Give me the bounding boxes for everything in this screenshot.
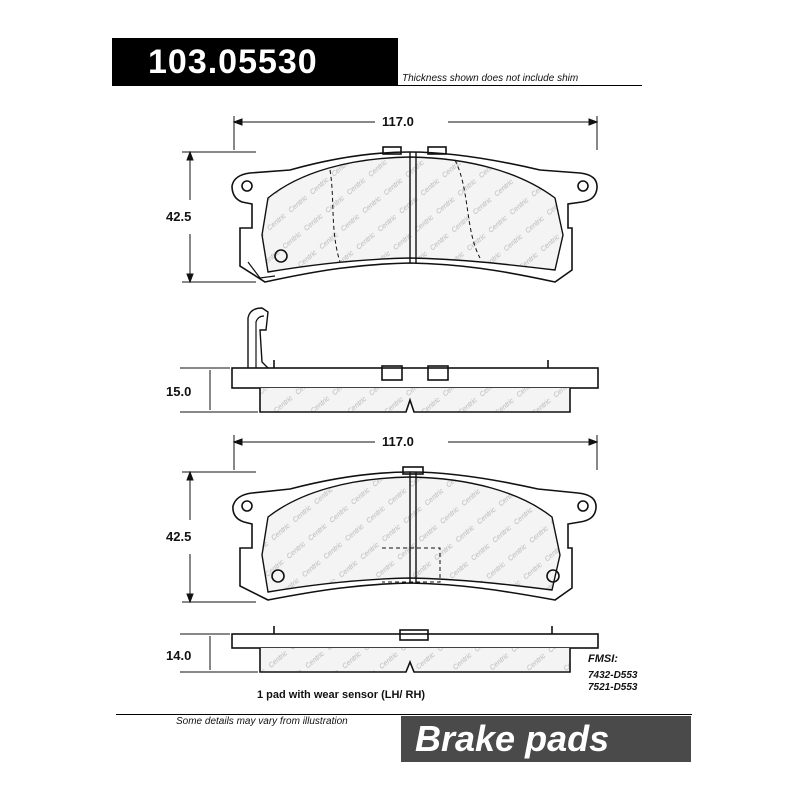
bottom-thickness-dimension bbox=[180, 633, 258, 673]
bottom-height-label: 42.5 bbox=[166, 529, 192, 544]
product-label: Brake pads bbox=[401, 716, 691, 762]
vary-note: Some details may vary from illustration bbox=[176, 716, 348, 727]
bottom-pad-face bbox=[232, 466, 597, 601]
top-width-dimension bbox=[232, 116, 599, 150]
top-pad-face bbox=[231, 146, 598, 283]
wear-sensor-note: 1 pad with wear sensor (LH/ RH) bbox=[257, 689, 426, 701]
top-pad-side bbox=[231, 307, 599, 413]
footer-rule bbox=[116, 714, 692, 715]
part-number: 103.05530 bbox=[112, 38, 398, 86]
bottom-pad-side bbox=[231, 626, 599, 673]
bottom-width-label: 117.0 bbox=[382, 434, 414, 449]
top-height-dimension bbox=[182, 150, 256, 284]
bottom-height-dimension bbox=[182, 470, 256, 604]
bottom-width-dimension bbox=[232, 435, 599, 470]
top-width-label: 117.0 bbox=[382, 114, 414, 129]
fmsi-label: FMSI: bbox=[588, 653, 618, 665]
bottom-thickness-label: 14.0 bbox=[166, 648, 192, 663]
top-thickness-dimension bbox=[180, 367, 258, 413]
top-height-label: 42.5 bbox=[166, 209, 192, 224]
shim-note: Thickness shown does not include shim bbox=[402, 73, 579, 84]
fmsi-code-2: 7521-D553 bbox=[588, 682, 638, 693]
fmsi-code-1: 7432-D553 bbox=[588, 670, 638, 681]
header-rule bbox=[112, 85, 642, 86]
top-thickness-label: 15.0 bbox=[166, 384, 192, 399]
